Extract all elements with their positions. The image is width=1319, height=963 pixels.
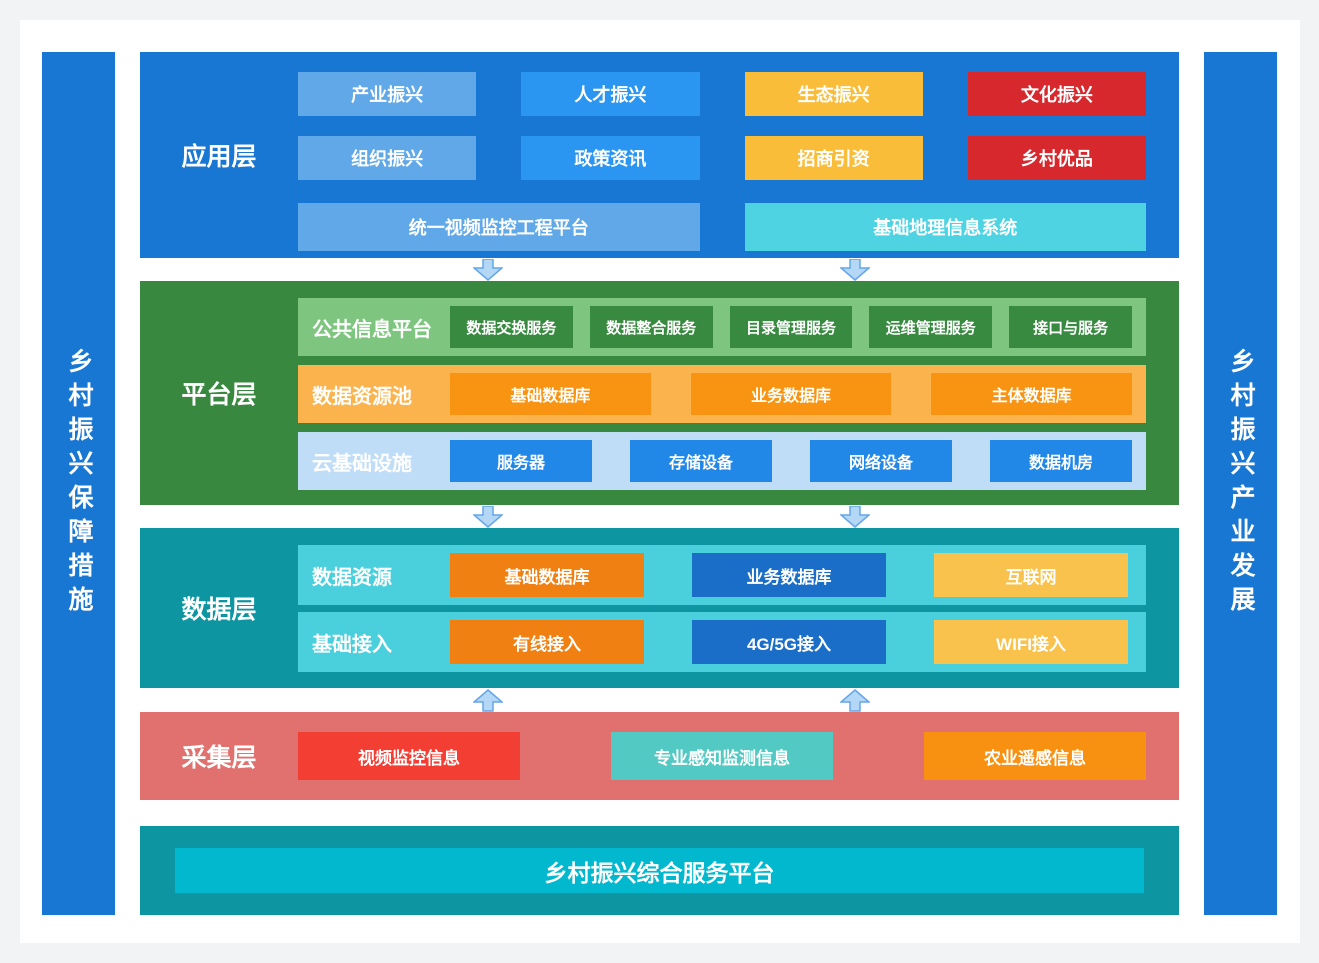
app-box-investment-promotion: 招商引资 [744, 135, 923, 180]
app-box-ecology-revitalization: 生态振兴 [744, 72, 923, 116]
up-arrow-icon [473, 689, 503, 712]
strip-label-public-info-platform: 公共信息平台 [312, 318, 432, 341]
layer-platform: 平台层 公共信息平台 数据交换服务 数据整合服务 目录管理服务 运维管理服务 接… [140, 281, 1179, 505]
arrow-gap-collection-data [140, 688, 1179, 712]
app-box-industry-revitalization: 产业振兴 [298, 72, 477, 116]
layer-label-application: 应用层 [181, 143, 257, 171]
layer-label-data: 数据层 [181, 596, 257, 624]
comprehensive-service-platform-banner: 乡村振兴综合服务平台 [175, 848, 1144, 893]
platform-item-server: 服务器 [450, 440, 592, 482]
collection-box-video-monitoring-info: 视频监控信息 [298, 732, 520, 780]
layer-label-platform: 平台层 [181, 381, 257, 409]
collection-box-agriculture-remote-sensing-info: 农业遥感信息 [924, 732, 1146, 780]
layer-collection: 采集层 视频监控信息 专业感知监测信息 农业遥感信息 [140, 712, 1179, 800]
strip-basic-access: 基础接入 有线接入 4G/5G接入 WIFI接入 [298, 612, 1146, 672]
app-box-organization-revitalization: 组织振兴 [298, 135, 477, 180]
app-box-rural-products: 乡村优品 [967, 135, 1146, 180]
platform-content: 公共信息平台 数据交换服务 数据整合服务 目录管理服务 运维管理服务 接口与服务… [298, 281, 1179, 505]
strip-items: 基础数据库 业务数据库 主体数据库 [450, 373, 1146, 415]
platform-item-interface-service: 接口与服务 [1009, 306, 1132, 348]
strip-data-resource-pool: 数据资源池 基础数据库 业务数据库 主体数据库 [298, 365, 1146, 423]
collection-items: 视频监控信息 专业感知监测信息 农业遥感信息 [298, 712, 1179, 800]
strip-label-basic-access: 基础接入 [312, 633, 392, 656]
gap-collection-bottom [140, 800, 1179, 826]
down-arrow-icon [840, 506, 870, 528]
app-box-culture-revitalization: 文化振兴 [967, 72, 1146, 116]
data-item-4g5g-access: 4G/5G接入 [692, 620, 886, 664]
up-arrow-icon [840, 689, 870, 712]
platform-item-ops-management-service: 运维管理服务 [869, 306, 993, 348]
platform-item-data-integration-service: 数据整合服务 [589, 306, 713, 348]
down-arrow-icon [473, 259, 503, 281]
diagram-card: 乡村振兴保障措施 应用层 产业振兴 人才振兴 生态振兴 文化振兴 组织振兴 政策… [20, 20, 1300, 943]
right-banner-label: 乡村振兴产业发展 [1227, 347, 1255, 620]
data-content: 数据资源 基础数据库 业务数据库 互联网 基础接入 有线接入 4G/5G接入 W… [298, 528, 1179, 688]
platform-item-business-database: 业务数据库 [690, 373, 892, 415]
strip-data-resources: 数据资源 基础数据库 业务数据库 互联网 [298, 545, 1146, 605]
platform-item-data-exchange-service: 数据交换服务 [450, 306, 573, 348]
data-item-internet: 互联网 [934, 553, 1128, 597]
data-item-basic-database: 基础数据库 [450, 553, 644, 597]
app-box-geographic-info-system: 基础地理信息系统 [744, 203, 1146, 252]
strip-items: 服务器 存储设备 网络设备 数据机房 [450, 440, 1146, 482]
platform-item-network-device: 网络设备 [810, 440, 952, 482]
data-item-business-database: 业务数据库 [692, 553, 886, 597]
app-box-video-monitoring-platform: 统一视频监控工程平台 [298, 203, 700, 252]
layer-bottom-platform: 乡村振兴综合服务平台 [140, 826, 1179, 915]
strip-label-cloud-infrastructure: 云基础设施 [312, 452, 412, 475]
layer-application: 应用层 产业振兴 人才振兴 生态振兴 文化振兴 组织振兴 政策资讯 招商引资 乡… [140, 52, 1179, 258]
layer-label-collection: 采集层 [181, 744, 257, 772]
left-banner-label: 乡村振兴保障措施 [65, 347, 93, 620]
platform-item-data-room: 数据机房 [990, 440, 1132, 482]
right-banner: 乡村振兴产业发展 [1204, 52, 1277, 915]
strip-label-data-resource-pool: 数据资源池 [312, 385, 412, 408]
left-banner: 乡村振兴保障措施 [42, 52, 115, 915]
strip-public-info-platform: 公共信息平台 数据交换服务 数据整合服务 目录管理服务 运维管理服务 接口与服务 [298, 298, 1146, 356]
arrow-gap-app-platform [140, 258, 1179, 281]
data-item-wifi-access: WIFI接入 [934, 620, 1128, 664]
data-item-wired-access: 有线接入 [450, 620, 644, 664]
strip-items: 基础数据库 业务数据库 互联网 [450, 553, 1146, 597]
down-arrow-icon [473, 506, 503, 528]
app-box-policy-news: 政策资讯 [521, 135, 700, 180]
app-box-talent-revitalization: 人才振兴 [521, 72, 700, 116]
collection-box-sensing-monitoring-info: 专业感知监测信息 [611, 732, 833, 780]
diagram-main: 应用层 产业振兴 人才振兴 生态振兴 文化振兴 组织振兴 政策资讯 招商引资 乡… [140, 52, 1179, 915]
application-grid: 产业振兴 人才振兴 生态振兴 文化振兴 组织振兴 政策资讯 招商引资 乡村优品 … [298, 52, 1179, 258]
strip-label-data-resources: 数据资源 [312, 566, 392, 589]
strip-cloud-infrastructure: 云基础设施 服务器 存储设备 网络设备 数据机房 [298, 432, 1146, 490]
strip-items: 数据交换服务 数据整合服务 目录管理服务 运维管理服务 接口与服务 [450, 306, 1146, 348]
platform-item-basic-database: 基础数据库 [450, 373, 651, 415]
platform-item-catalog-management-service: 目录管理服务 [729, 306, 853, 348]
layer-data: 数据层 数据资源 基础数据库 业务数据库 互联网 基础接入 有线接入 4G/5G… [140, 528, 1179, 688]
down-arrow-icon [840, 259, 870, 281]
platform-item-storage-device: 存储设备 [630, 440, 772, 482]
platform-item-subject-database: 主体数据库 [931, 373, 1133, 415]
strip-items: 有线接入 4G/5G接入 WIFI接入 [450, 620, 1146, 664]
arrow-gap-platform-data [140, 505, 1179, 528]
